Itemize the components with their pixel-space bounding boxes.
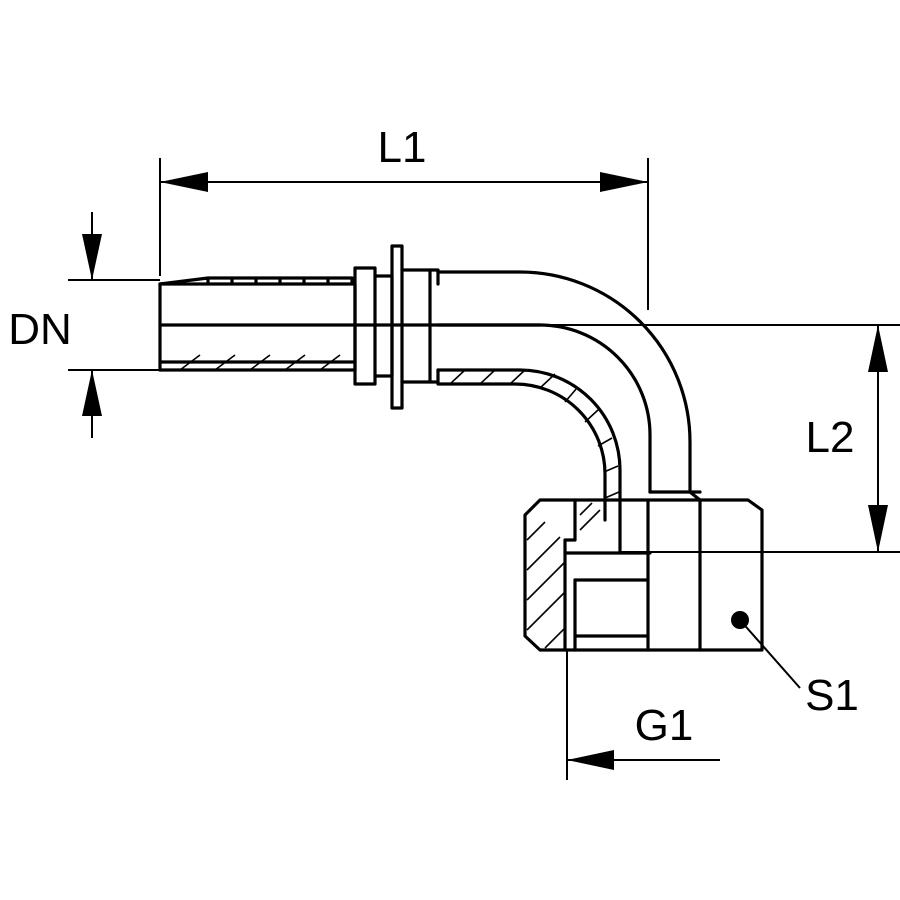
dimension-l2: L2: [540, 324, 900, 553]
collar: [353, 244, 440, 410]
leader-s1: S1: [739, 619, 859, 720]
dimension-l1: L1: [159, 123, 649, 310]
callout-label-s1: S1: [805, 671, 859, 720]
dimension-g1: G1: [566, 650, 720, 780]
dimension-label-g1: G1: [635, 701, 694, 750]
dimension-dn: DN: [8, 212, 160, 438]
dimension-label-dn: DN: [8, 305, 72, 354]
dimension-label-l2: L2: [806, 413, 855, 462]
swivel-nut: [523, 498, 764, 652]
dimension-label-l1: L1: [378, 123, 427, 172]
elbow-pipe: [436, 270, 702, 554]
